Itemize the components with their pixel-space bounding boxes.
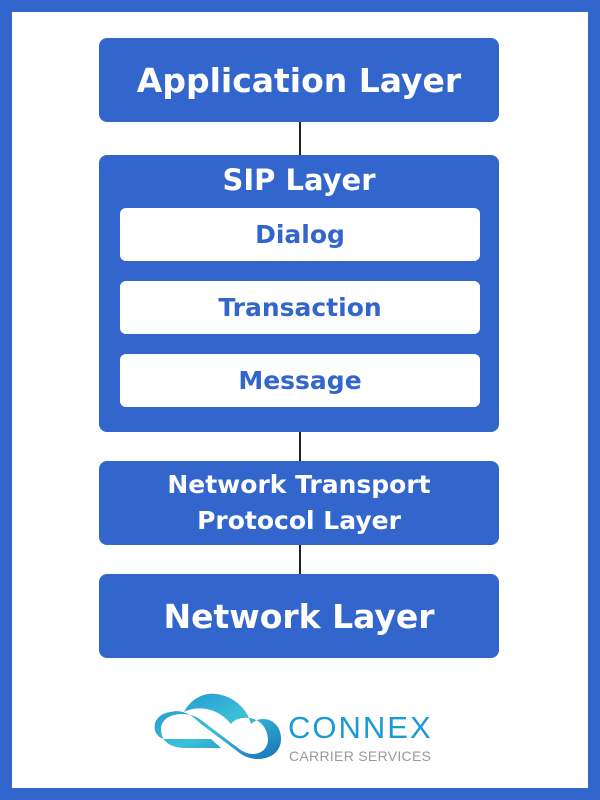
transport-layer-box: Network Transport Protocol Layer: [99, 461, 499, 545]
application-layer-label: Application Layer: [136, 60, 462, 100]
transaction-box: Transaction: [120, 281, 480, 334]
network-layer-label: Network Layer: [163, 596, 435, 636]
application-layer-box: Application Layer: [99, 38, 499, 122]
connector-line: [299, 545, 301, 574]
message-label: Message: [238, 366, 362, 395]
logo-tagline: CARRIER SERVICES: [289, 748, 432, 764]
transaction-label: Transaction: [218, 293, 382, 322]
sip-layer-box: SIP Layer Dialog Transaction Message: [99, 155, 499, 432]
logo-brand-text: CONNEX: [288, 710, 433, 745]
transport-label-line2: Protocol Layer: [197, 506, 401, 535]
message-box: Message: [120, 354, 480, 407]
transport-label-line1: Network Transport: [167, 470, 431, 499]
cloud-logo-icon: [154, 693, 281, 759]
sip-layer-label: SIP Layer: [222, 163, 376, 197]
dialog-box: Dialog: [120, 208, 480, 261]
network-layer-box: Network Layer: [99, 574, 499, 658]
connector-line: [299, 122, 301, 155]
dialog-label: Dialog: [255, 220, 345, 249]
connector-line: [299, 432, 301, 461]
